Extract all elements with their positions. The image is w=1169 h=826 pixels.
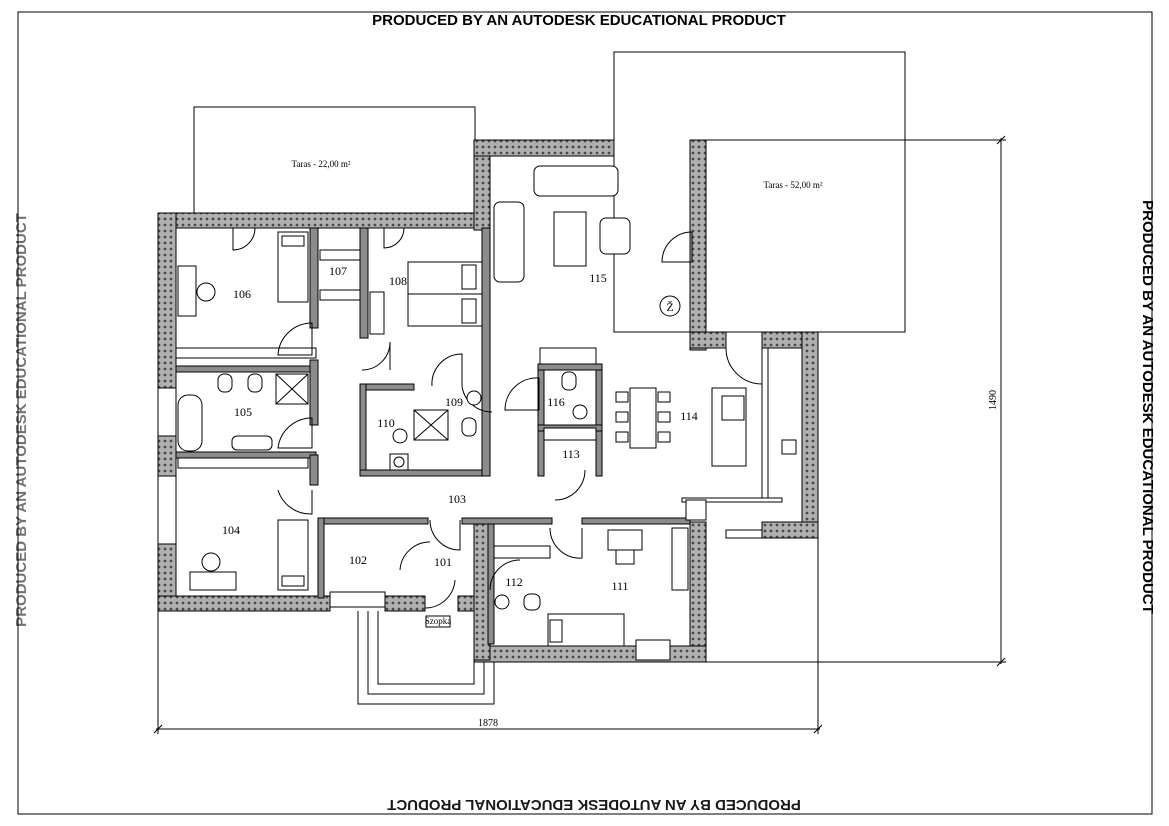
room-label-105: 105 xyxy=(234,405,252,419)
watermark-left: PRODUCED BY AN AUTODESK EDUCATIONAL PROD… xyxy=(13,213,30,627)
fireplace-symbol: Ž xyxy=(666,300,673,314)
entrance-sign xyxy=(425,615,451,628)
room-label-114: 114 xyxy=(680,409,698,423)
room-label-111: 111 xyxy=(611,579,628,593)
furniture: Ž xyxy=(177,165,797,647)
room-label-106: 106 xyxy=(233,287,251,301)
room-label-102: 102 xyxy=(349,553,367,567)
room-label-103: 103 xyxy=(448,492,466,506)
dimension-height xyxy=(706,135,1006,667)
exterior-walls xyxy=(157,139,819,663)
room-labels: 106 107 108 115 105 109 110 116 114 113 … xyxy=(222,264,698,593)
room-label-107: 107 xyxy=(329,264,347,278)
room-label-104: 104 xyxy=(222,523,240,537)
watermark-right: PRODUCED BY AN AUTODESK EDUCATIONAL PROD… xyxy=(1139,200,1156,614)
interior-walls xyxy=(175,227,783,645)
dimension-width xyxy=(153,538,823,734)
room-label-101: 101 xyxy=(434,555,452,569)
drawing-frame xyxy=(17,11,1153,815)
entrance-label: Szopka xyxy=(425,616,452,626)
room-label-108: 108 xyxy=(389,274,407,288)
room-label-109: 109 xyxy=(445,395,463,409)
entrance-porch xyxy=(357,611,495,705)
terrace-right-label: Taras - 52,00 m² xyxy=(763,180,822,190)
room-label-116: 116 xyxy=(547,395,565,409)
room-label-110: 110 xyxy=(377,416,395,430)
terrace-left-label: Taras - 22,00 m² xyxy=(291,159,350,169)
dimension-height-label: 1490 xyxy=(988,390,999,410)
watermark-top: PRODUCED BY AN AUTODESK EDUCATIONAL PROD… xyxy=(372,12,786,29)
doors xyxy=(232,227,763,609)
windows xyxy=(157,387,763,661)
room-label-112: 112 xyxy=(505,575,523,589)
terrace-right-upper xyxy=(613,51,906,333)
room-label-115: 115 xyxy=(589,271,607,285)
dimension-width-label: 1878 xyxy=(478,718,498,729)
room-label-113: 113 xyxy=(562,447,580,461)
watermark-bottom: PRODUCED BY AN AUTODESK EDUCATIONAL PROD… xyxy=(387,796,801,813)
